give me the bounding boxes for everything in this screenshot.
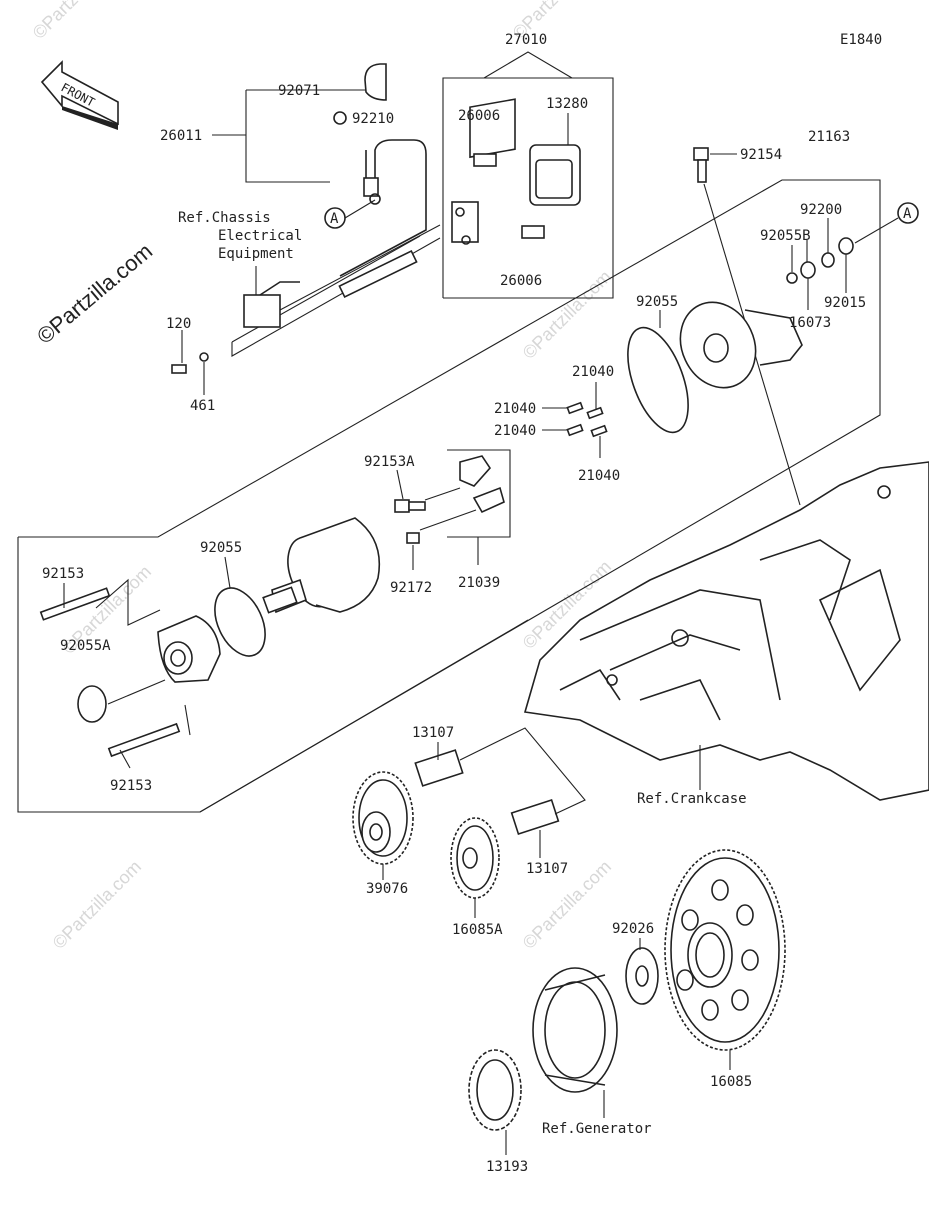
part-number: 92172 [390,580,432,596]
gear-16085a [450,817,500,899]
part-number: 92153 [42,566,84,582]
ref-chassis-line1: Ref.Chassis [178,210,271,226]
part-number: 39076 [366,881,408,897]
bolt-92153-lower [107,722,181,758]
bolt-120 [171,364,187,374]
assembly-outline [17,179,881,813]
part-number: 26011 [160,128,202,144]
part-number: 92055 [200,540,242,556]
callout-a-left: A [324,207,346,229]
part-number: 21040 [494,401,536,417]
part-number: 92071 [278,83,320,99]
part-number: 16073 [789,315,831,331]
o-ring-92055-lower [214,587,266,657]
starter-relay [451,98,516,245]
screw-92153a [394,499,426,513]
part-number: 92153 [110,778,152,794]
crankcase [523,461,929,801]
nut-92015 [838,237,854,255]
ref-crankcase: Ref.Crankcase [637,791,747,807]
shaft-13107-upper [414,749,464,787]
part-number: 21040 [572,364,614,380]
gear-39076 [352,771,414,865]
part-number: 92153A [364,454,415,470]
part-number: 21163 [808,129,850,145]
washer-461 [199,352,209,362]
chassis-connector [243,266,300,328]
part-number: 92015 [824,295,866,311]
part-number: 26006 [458,108,500,124]
part-number: 461 [190,398,215,414]
part-number: 120 [166,316,191,332]
brush-holder [459,455,505,514]
part-number: 26006 [500,273,542,289]
diagram-code: E1840 [840,32,882,48]
part-number: 92200 [800,202,842,218]
part-number: 21039 [458,575,500,591]
front-arrow-icon: FRONT [40,60,119,130]
callout-a-right: A [897,202,919,224]
ref-chassis-line2: Electrical [218,228,302,244]
bolt-92153-upper [39,587,111,621]
ref-generator: Ref.Generator [542,1121,652,1137]
washer-92055b [786,272,798,284]
part-number: 92026 [612,921,654,937]
shaft-13107-lower [510,799,560,835]
part-number: 92055B [760,228,811,244]
part-number: 92055A [60,638,111,654]
svg-text:A: A [903,206,912,222]
part-number: 13280 [546,96,588,112]
part-number: 92210 [352,111,394,127]
fuse [473,153,497,167]
o-ring-92055 [627,326,689,434]
part-number: 13107 [526,861,568,877]
relay-cover [529,113,581,206]
part-number: 21040 [578,468,620,484]
bolt-92154 [693,147,709,183]
part-number: 21040 [494,423,536,439]
fuse [521,225,545,239]
starter-front-cover [157,615,221,683]
watermark-brand: ©Partzilla.com [32,238,157,349]
starter-end-cover [679,301,803,389]
relay-box-outline [442,77,614,299]
part-number: 13193 [486,1159,528,1175]
part-number: 16085 [710,1074,752,1090]
ref-chassis-line3: Equipment [218,246,294,262]
starter-cable [276,63,427,298]
part-number: 92154 [740,147,782,163]
generator-housing [532,967,618,1093]
one-way-clutch-13193 [468,1049,522,1131]
watermark-text: ©Partzilla.com [29,0,125,43]
washer-92200 [821,252,835,268]
svg-text:A: A [330,211,339,227]
screw-92172 [406,532,420,544]
watermark-text: ©Partzilla.com [49,856,145,952]
starter-motor [262,517,381,614]
part-number: 13107 [412,725,454,741]
part-number: 16085A [452,922,503,938]
washer-16073 [800,261,816,279]
washer-92026 [625,947,659,1005]
brush-springs [566,401,608,438]
o-ring-92055a [77,685,107,723]
gear-16085 [664,849,786,1051]
part-number: 27010 [505,32,547,48]
part-number: 92055 [636,294,678,310]
